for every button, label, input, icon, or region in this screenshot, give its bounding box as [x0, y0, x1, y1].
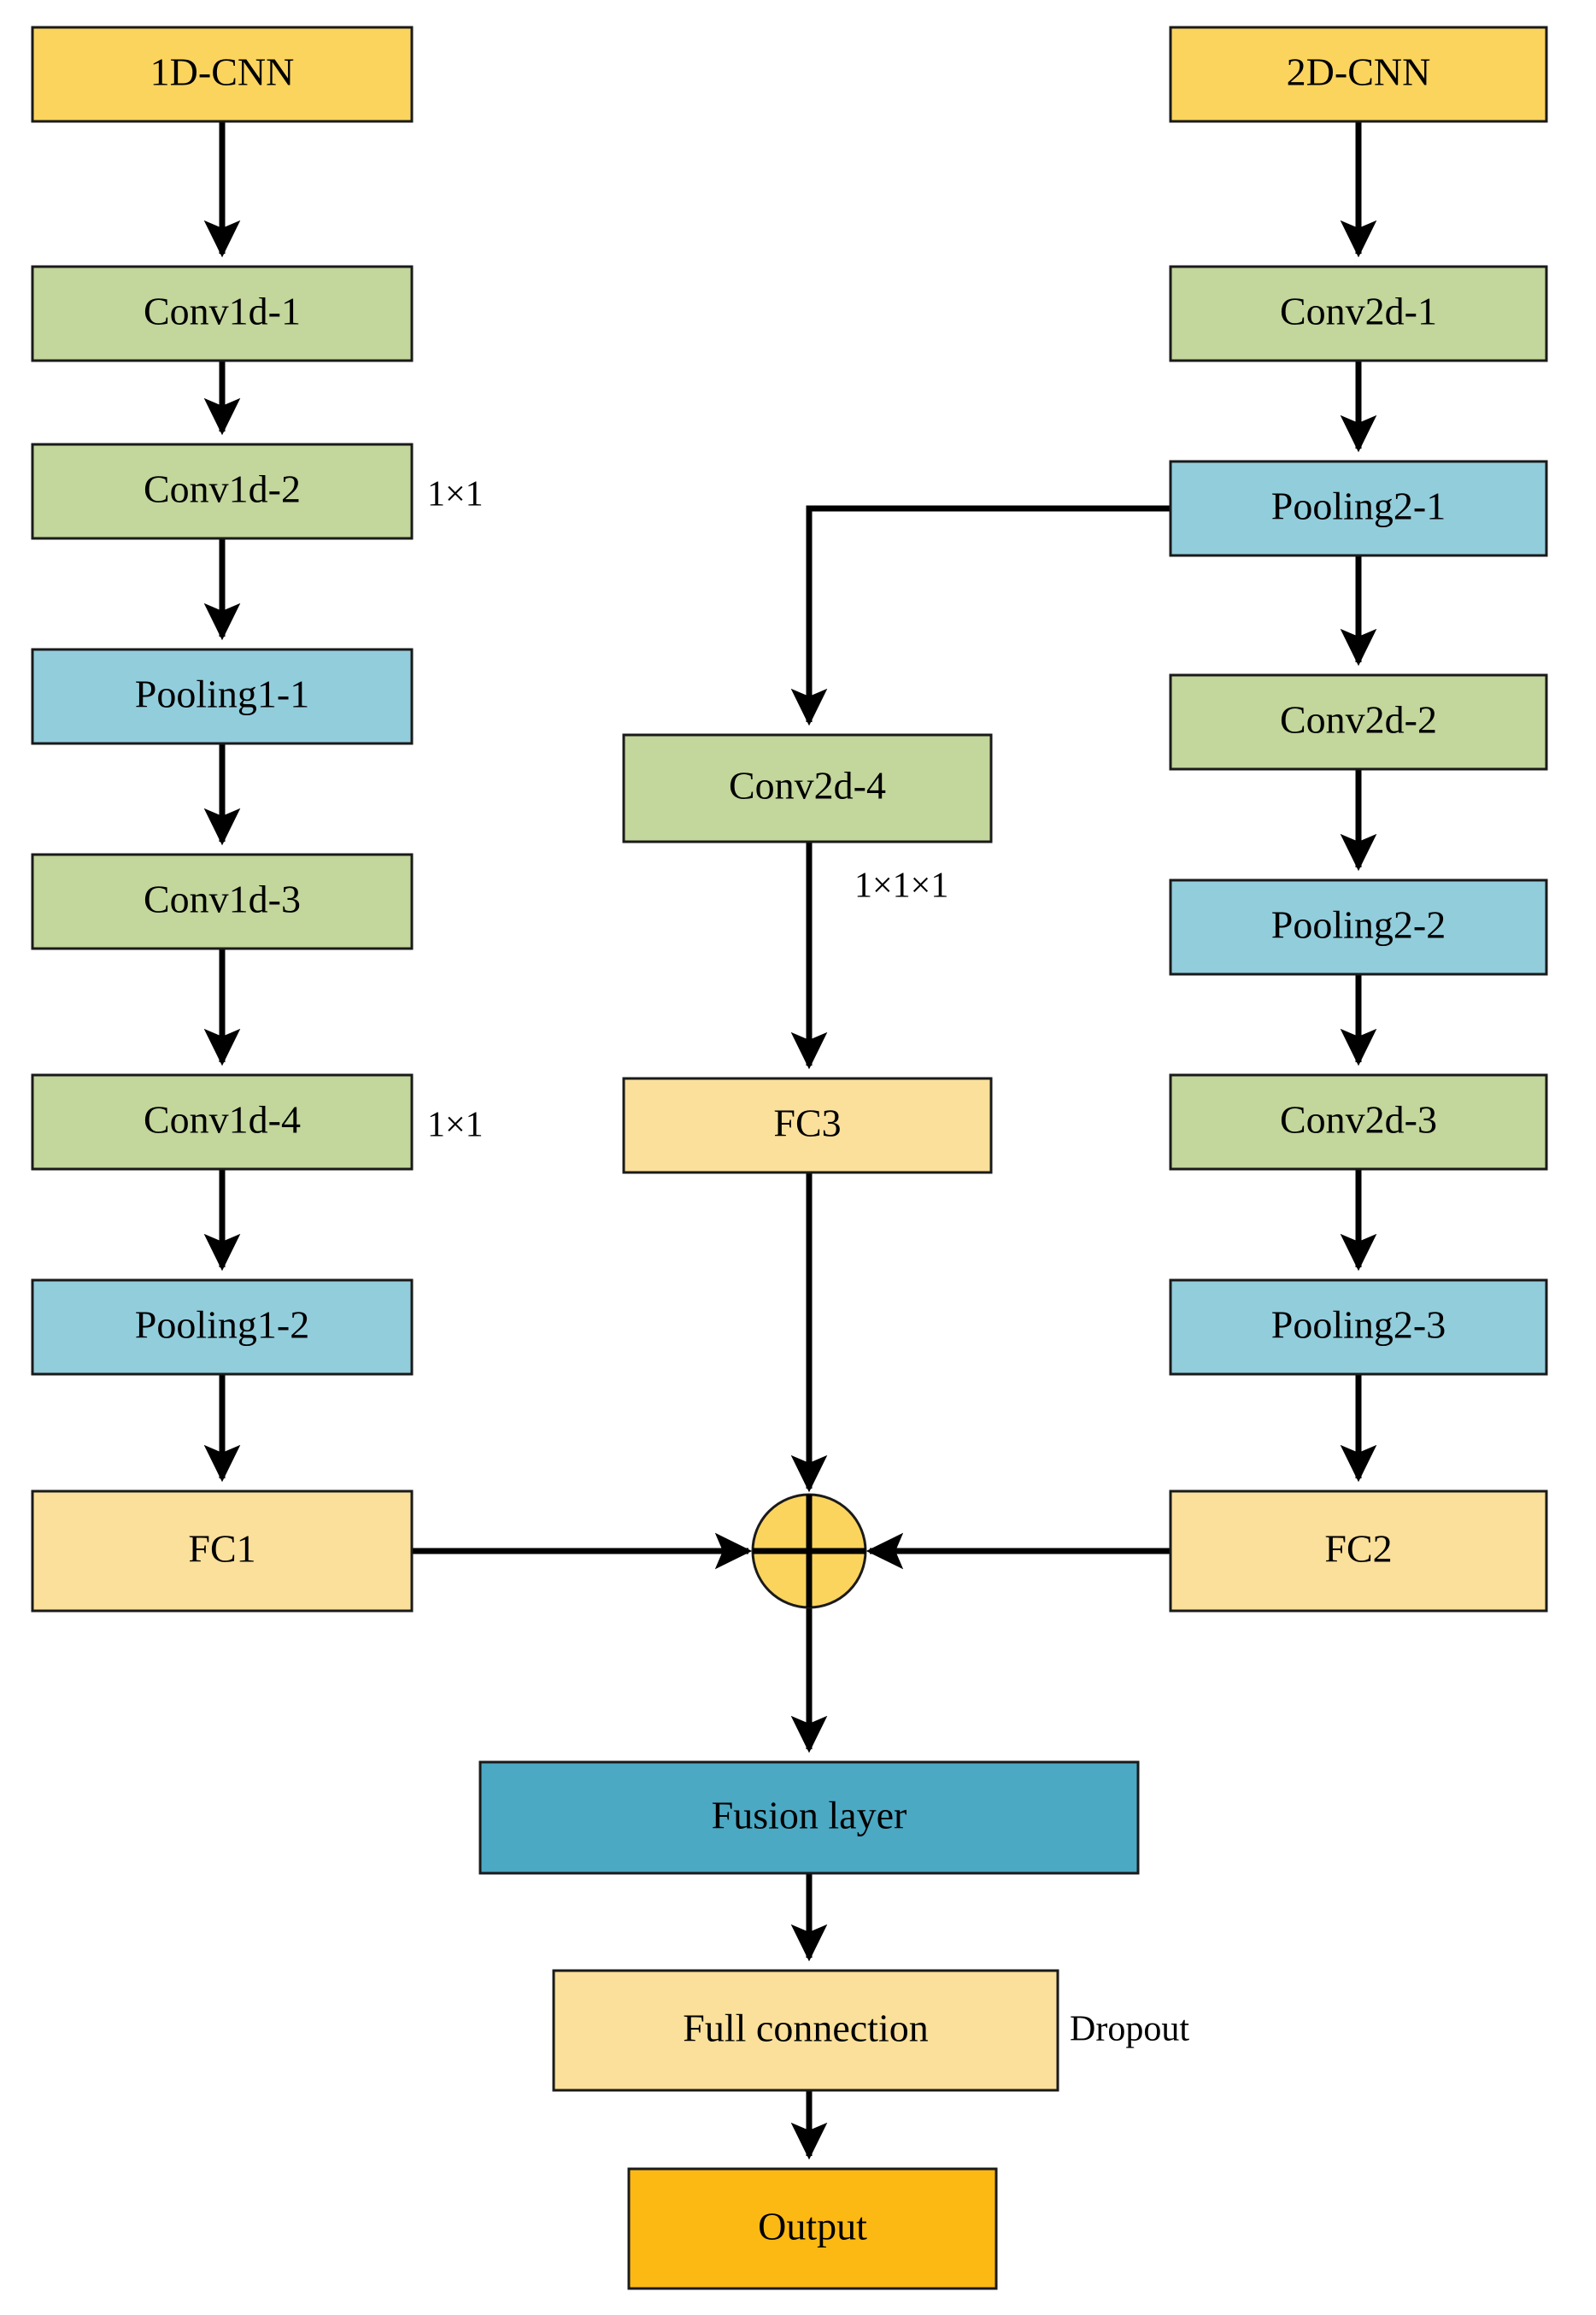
annotation-dropout: Dropout: [1070, 2010, 1189, 2049]
node-label-1d-cnn: 1D-CNN: [150, 50, 295, 94]
node-label-conv1d-4: Conv1d-4: [144, 1098, 301, 1142]
node-label-full-connection: Full connection: [683, 2007, 928, 2050]
node-label-conv2d-1: Conv2d-1: [1280, 290, 1437, 333]
node-full-connection[interactable]: Full connection: [552, 1969, 1059, 2092]
node-label-fc3: FC3: [773, 1102, 841, 1145]
node-label-pooling2-2: Pooling2-2: [1271, 903, 1446, 947]
node-output[interactable]: Output: [627, 2167, 998, 2290]
fusion-sum-node[interactable]: [751, 1493, 867, 1609]
node-label-output: Output: [758, 2205, 867, 2248]
node-fc2[interactable]: FC2: [1169, 1489, 1548, 1613]
node-label-fc2: FC2: [1324, 1527, 1392, 1571]
edge-pooling2-1-to-conv2d4: [790, 505, 1171, 726]
node-pooling2-1[interactable]: Pooling2-1: [1169, 460, 1548, 557]
node-fusion-layer[interactable]: Fusion layer: [478, 1760, 1140, 1875]
node-label-pooling2-1: Pooling2-1: [1271, 485, 1446, 528]
node-pooling1-2[interactable]: Pooling1-2: [31, 1278, 414, 1376]
node-fc1[interactable]: FC1: [31, 1489, 414, 1613]
node-pooling1-1[interactable]: Pooling1-1: [31, 648, 414, 745]
node-conv1d-1[interactable]: Conv1d-1: [31, 265, 414, 362]
node-conv2d-1[interactable]: Conv2d-1: [1169, 265, 1548, 362]
node-label-pooling1-2: Pooling1-2: [135, 1303, 309, 1347]
node-label-conv2d-2: Conv2d-2: [1280, 698, 1437, 742]
node-label-2d-cnn: 2D-CNN: [1287, 50, 1431, 94]
annotation-kernel-conv2d-4: 1×1×1: [854, 867, 948, 906]
node-conv2d-3[interactable]: Conv2d-3: [1169, 1073, 1548, 1171]
node-label-conv1d-3: Conv1d-3: [144, 878, 301, 921]
node-conv2d-2[interactable]: Conv2d-2: [1169, 673, 1548, 771]
node-label-conv2d-4: Conv2d-4: [729, 764, 886, 808]
edges-layer: [203, 121, 1377, 2160]
node-conv1d-3[interactable]: Conv1d-3: [31, 853, 414, 950]
node-conv1d-4[interactable]: Conv1d-4: [31, 1073, 414, 1171]
node-1d-cnn[interactable]: 1D-CNN: [31, 26, 414, 123]
node-conv2d-4[interactable]: Conv2d-4: [622, 733, 993, 843]
node-label-fusion-layer: Fusion layer: [712, 1794, 907, 1837]
node-pooling2-2[interactable]: Pooling2-2: [1169, 878, 1548, 976]
annotation-kernel-conv1d-4: 1×1: [427, 1106, 484, 1145]
node-label-pooling1-1: Pooling1-1: [135, 673, 309, 716]
node-fc3[interactable]: FC3: [622, 1077, 993, 1174]
node-label-fc1: FC1: [188, 1527, 255, 1571]
node-2d-cnn[interactable]: 2D-CNN: [1169, 26, 1548, 123]
node-label-pooling2-3: Pooling2-3: [1271, 1303, 1446, 1347]
node-label-conv2d-3: Conv2d-3: [1280, 1098, 1437, 1142]
node-label-conv1d-1: Conv1d-1: [144, 290, 301, 333]
node-pooling2-3[interactable]: Pooling2-3: [1169, 1278, 1548, 1376]
annotation-kernel-conv1d-2: 1×1: [427, 475, 484, 514]
node-conv1d-2[interactable]: Conv1d-2: [31, 443, 414, 540]
node-label-conv1d-2: Conv1d-2: [144, 467, 301, 511]
